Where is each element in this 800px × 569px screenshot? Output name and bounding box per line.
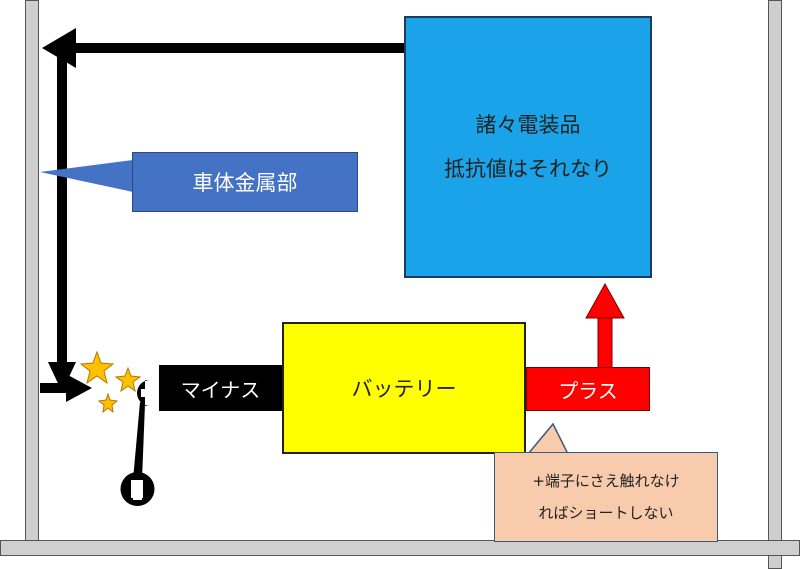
note-line-2: ればショートしない: [538, 504, 674, 522]
star-icon: [79, 350, 115, 385]
minus-terminal: マイナス: [159, 365, 282, 411]
plus-label: プラス: [558, 378, 618, 403]
star-icon: [97, 392, 119, 414]
plus-wire: [597, 313, 613, 369]
star-icon: [114, 366, 142, 393]
battery-label: バッテリー: [351, 377, 457, 401]
body-metal-text: 車体金属部: [192, 171, 298, 195]
plus-terminal: プラス: [526, 367, 650, 411]
body-metal-label: 車体金属部: [132, 152, 358, 212]
arrow-icon: [48, 362, 76, 392]
electrical-line-1: 諸々電装品: [475, 113, 581, 137]
electrical-equipment-box: 諸々電装品 抵抗値はそれなり: [404, 16, 652, 278]
arrow-icon: [585, 282, 625, 319]
note-line-1: +端子にさえ触れなけ: [532, 472, 680, 490]
electrical-line-2: 抵抗値はそれなり: [444, 157, 612, 181]
note-callout: +端子にさえ触れなけ ればショートしない: [494, 452, 718, 542]
battery-box: バッテリー: [282, 322, 526, 454]
wrench-icon: [120, 380, 155, 507]
minus-label: マイナス: [180, 377, 261, 402]
note-pointer: [526, 422, 570, 455]
body-label-pointer: [40, 160, 133, 192]
arrow-icon: [42, 28, 76, 68]
arrow-icon: [66, 374, 92, 402]
